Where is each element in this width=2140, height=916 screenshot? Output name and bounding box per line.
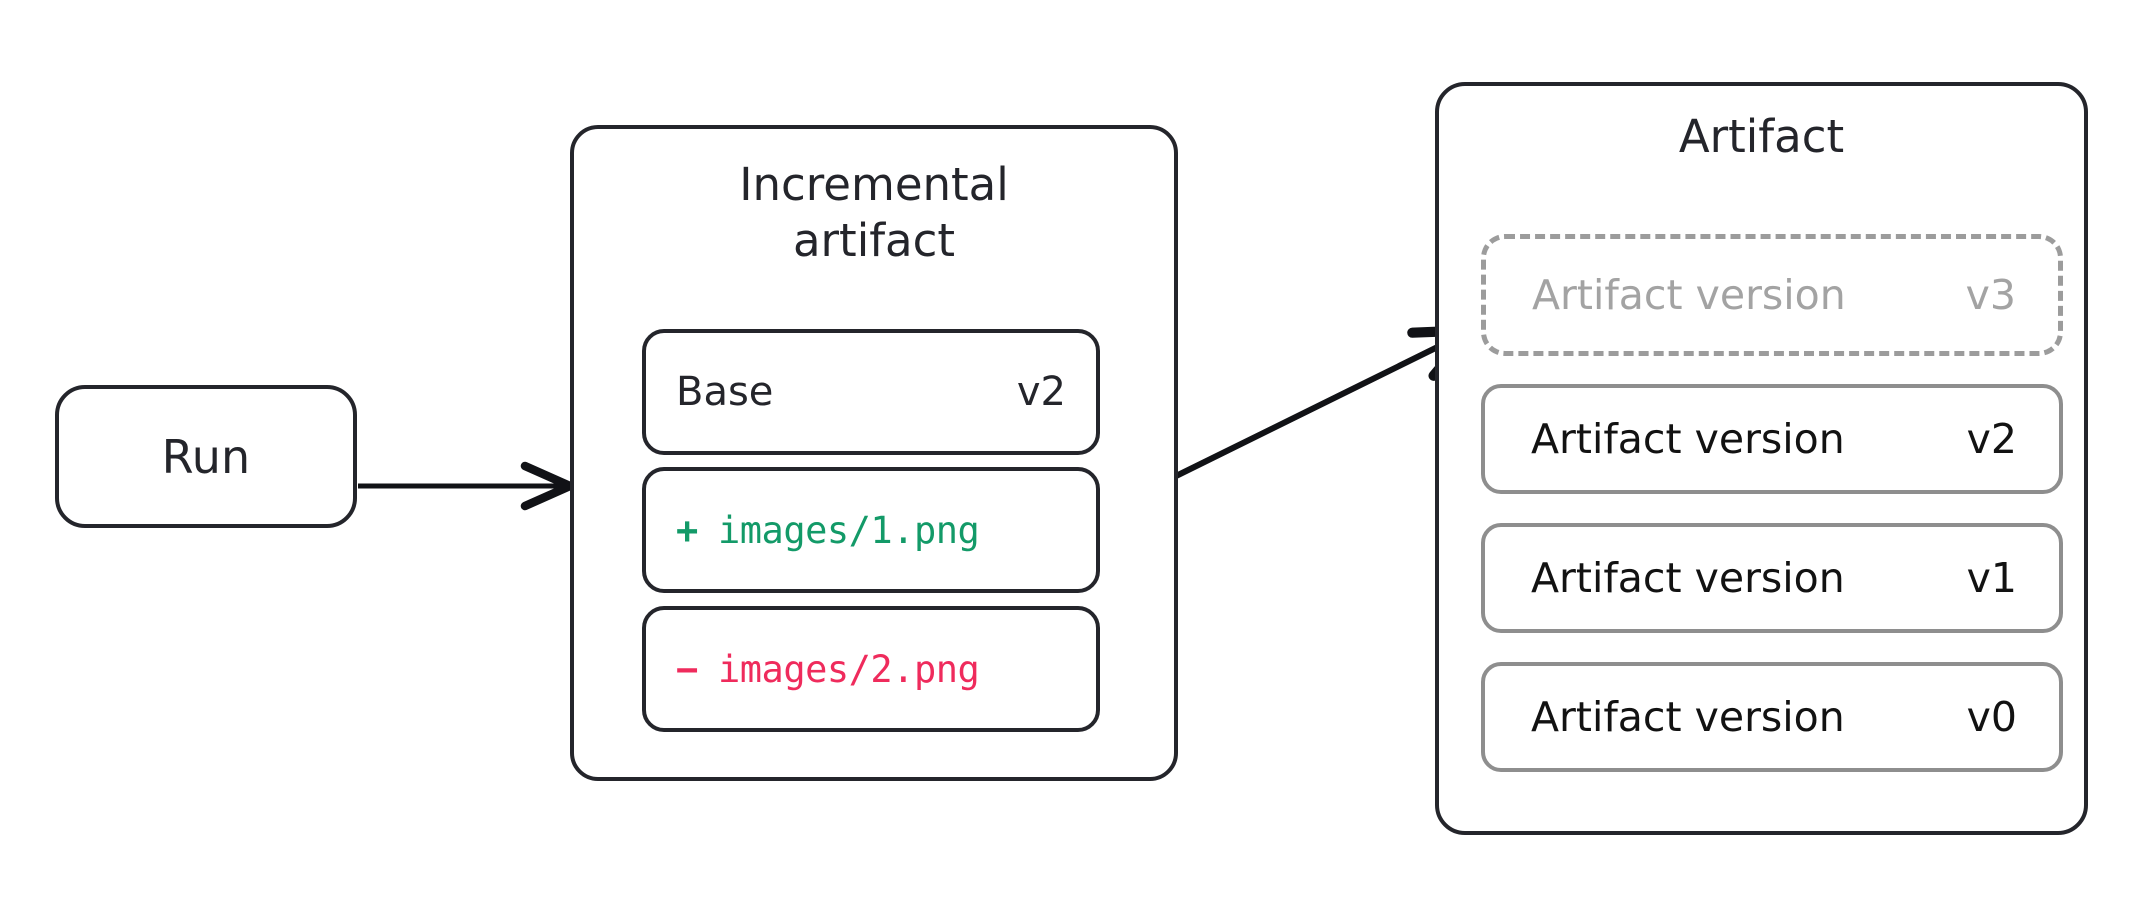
diff-added-path: images/1.png [718,508,980,552]
incremental-artifact-title-line1: Incremental [739,158,1009,211]
artifact-title: Artifact [1678,110,1845,163]
arrow-incremental-to-artifact [1170,325,1477,481]
artifact-version-number-v3: v3 [1965,271,2016,319]
base-row[interactable]: Base v2 [642,329,1100,455]
artifact-version-number-v2: v2 [1966,415,2017,463]
artifact-version-number-v0: v0 [1966,693,2017,741]
minus-icon: − [676,647,698,691]
incremental-artifact-node[interactable]: Incremental artifact Base v2 + images/1.… [570,125,1178,781]
artifact-version-number-v1: v1 [1966,554,2017,602]
artifact-node[interactable]: Artifact Artifact version v3 Artifact ve… [1435,82,2088,835]
artifact-version-label-v1: Artifact version [1531,554,1845,602]
artifact-version-label-v0: Artifact version [1531,693,1845,741]
artifact-version-row-v1[interactable]: Artifact version v1 [1481,523,2063,633]
artifact-version-label-v3: Artifact version [1532,271,1846,319]
artifact-version-row-v3[interactable]: Artifact version v3 [1481,234,2063,356]
diff-removed-row[interactable]: − images/2.png [642,606,1100,732]
base-row-label: Base [676,369,774,415]
run-label: Run [161,429,251,484]
diff-removed-path: images/2.png [718,647,980,691]
incremental-artifact-title-line2: artifact [792,214,956,267]
run-node[interactable]: Run [55,385,357,528]
base-row-version: v2 [1016,369,1066,415]
incremental-artifact-title: Incremental artifact [574,157,1174,269]
artifact-version-label-v2: Artifact version [1531,415,1845,463]
artifact-version-row-v0[interactable]: Artifact version v0 [1481,662,2063,772]
plus-icon: + [676,508,698,552]
diff-added-row[interactable]: + images/1.png [642,467,1100,593]
artifact-version-row-v2[interactable]: Artifact version v2 [1481,384,2063,494]
